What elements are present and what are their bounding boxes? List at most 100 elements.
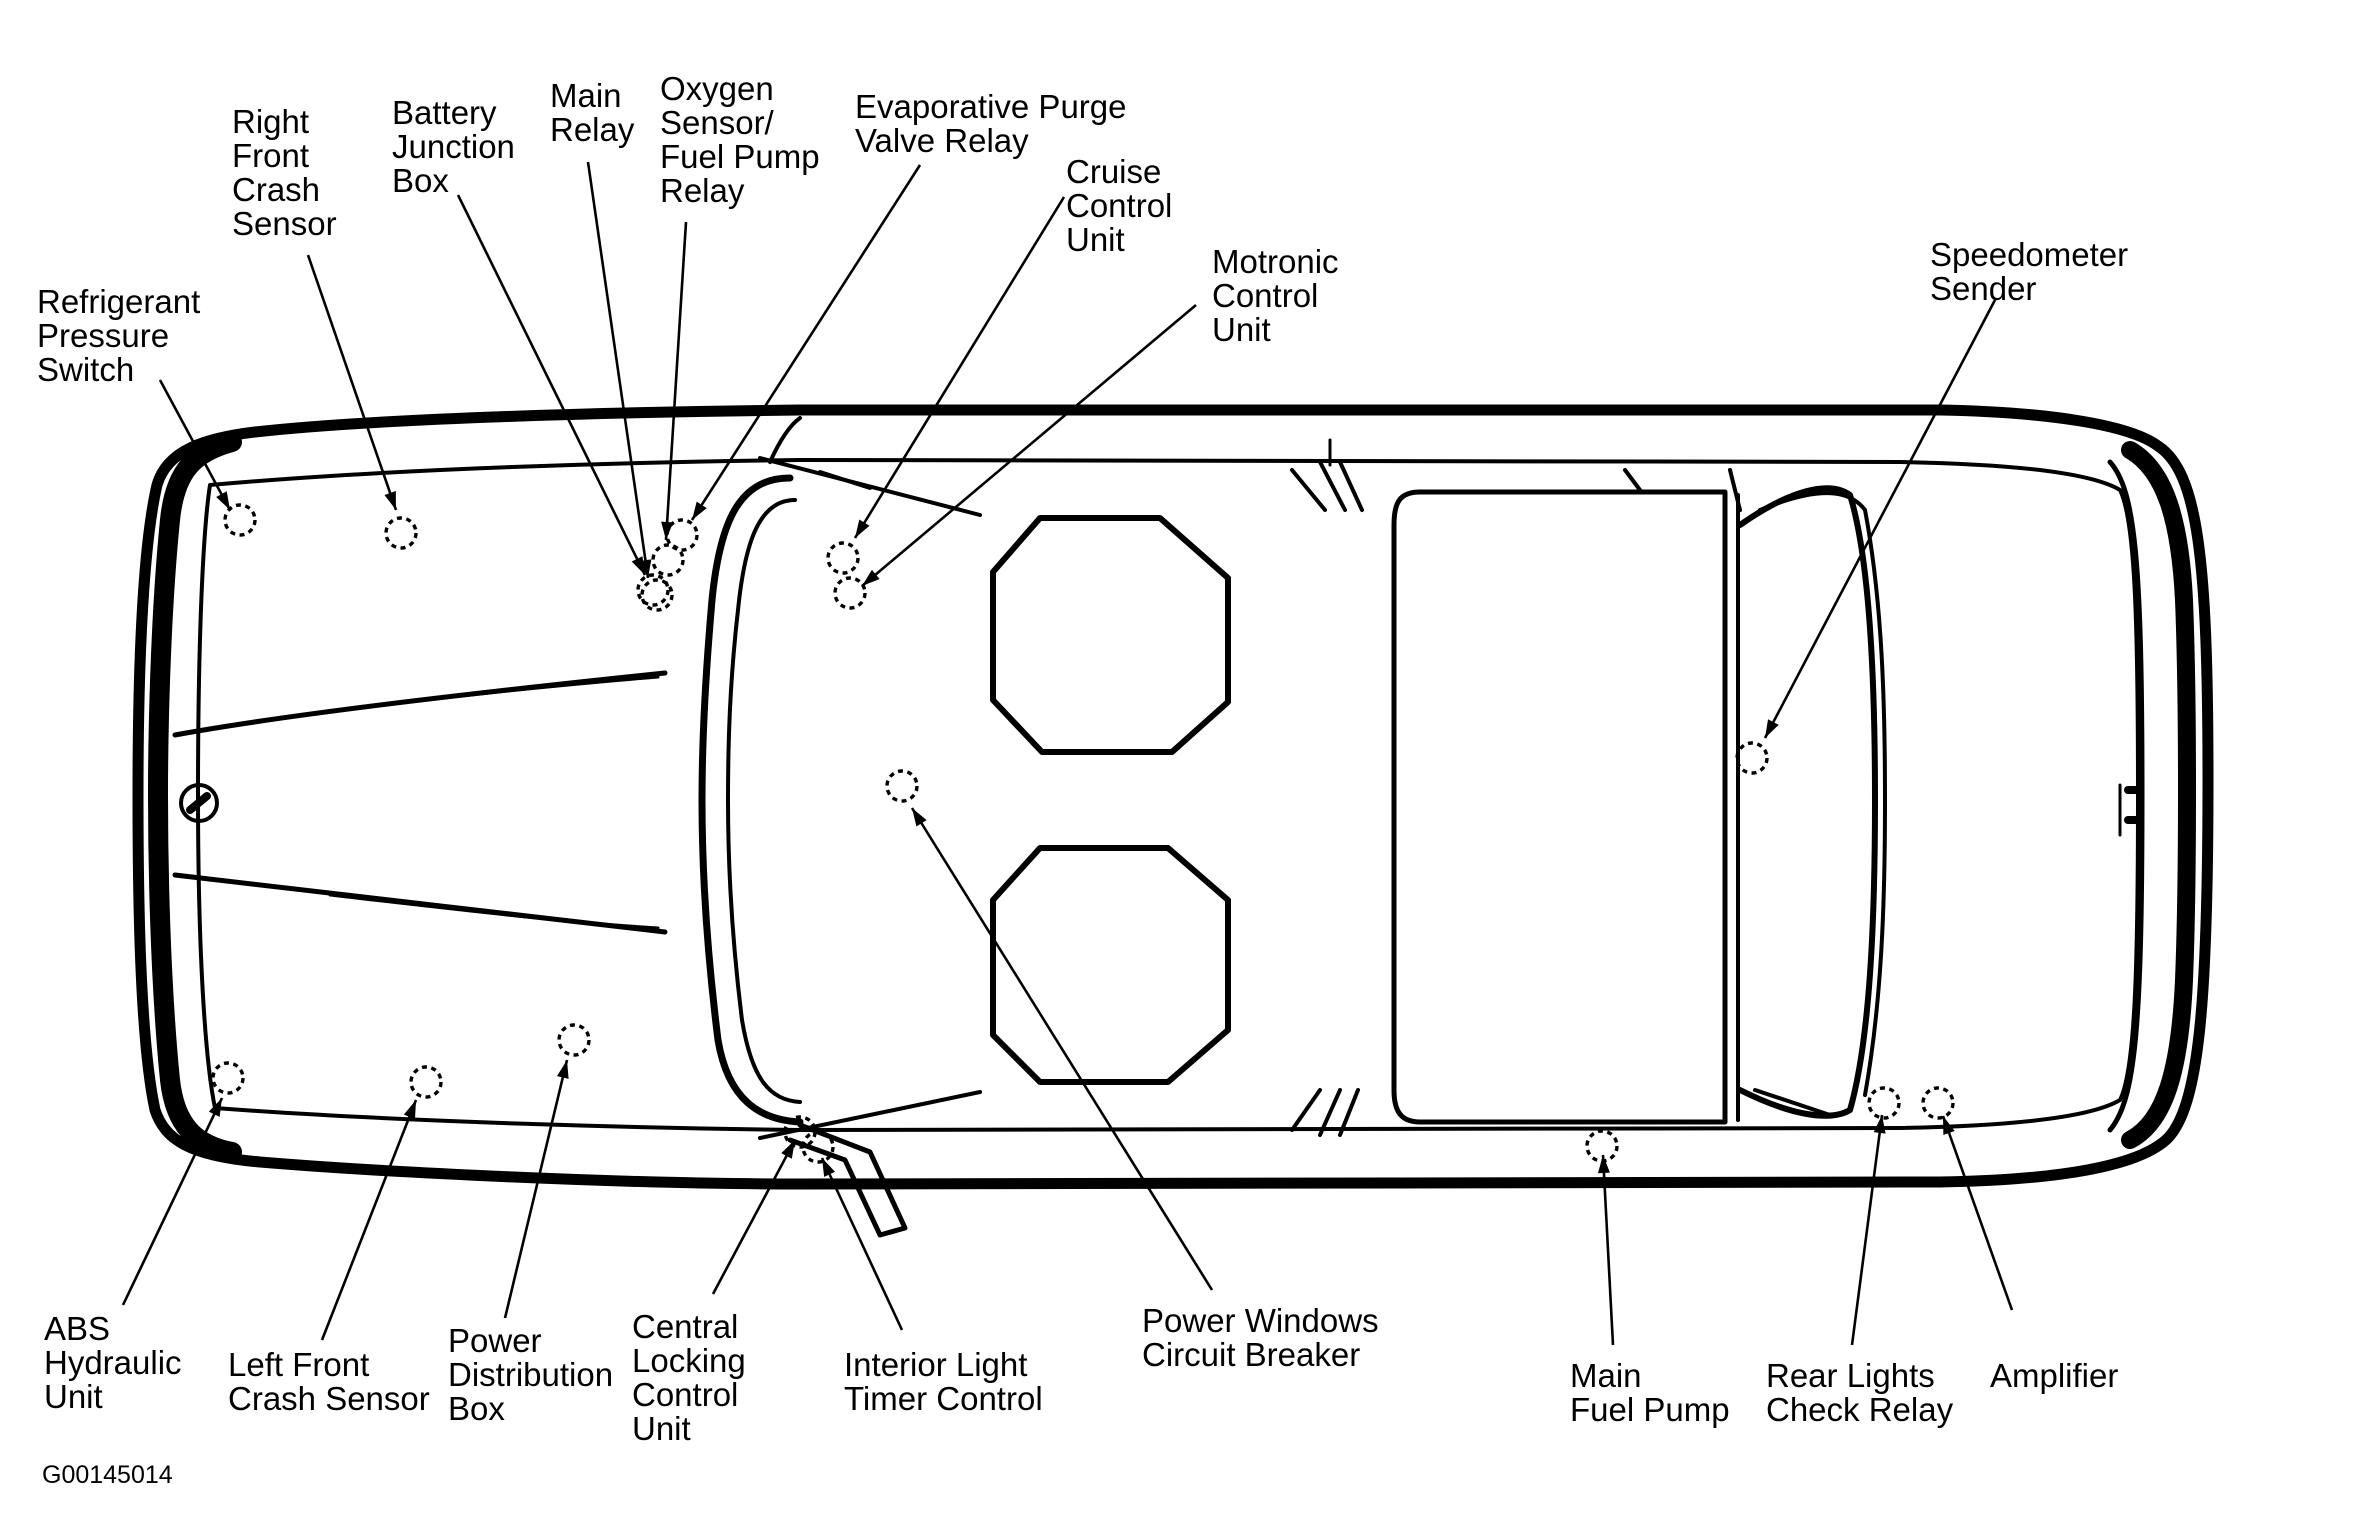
cruise-control-unit-label-line: Control	[1066, 187, 1172, 224]
hood-line-lower-2	[328, 893, 660, 930]
refrigerant-pressure-switch-label-line: Refrigerant	[37, 283, 200, 320]
oxygen-sensor-fuel-pump-relay-location-marker	[651, 543, 685, 577]
speedometer-sender-label-line: Sender	[1930, 270, 2036, 307]
right-front-crash-sensor-arrowhead	[384, 491, 396, 510]
interior-light-timer-control-label-line: Interior Light	[844, 1346, 1027, 1383]
power-windows-circuit-breaker-location-marker	[885, 769, 919, 803]
windshield-frame-inner	[726, 498, 802, 1104]
left-front-crash-sensor-leader-line	[320, 1099, 418, 1341]
rear-lights-check-relay-label-line: Check Relay	[1766, 1391, 1954, 1428]
trunk-latch	[2124, 786, 2144, 824]
motronic-control-unit-label-line: Motronic	[1212, 243, 1339, 280]
windshield-frame	[698, 474, 804, 1126]
rear-window-lower-edge	[1753, 1088, 1832, 1117]
hood-line-upper-2	[328, 675, 660, 714]
right-front-crash-sensor-location-marker	[384, 516, 418, 550]
main-relay-arrowhead	[639, 559, 652, 578]
battery-junction-box-leader-line	[456, 194, 647, 576]
speedometer-sender-label-line: Speedometer	[1930, 236, 2128, 273]
rear-window-frame-inner	[1758, 491, 1887, 1097]
rear-window-frame	[1737, 485, 1878, 1119]
motronic-control-unit-location-marker	[833, 576, 867, 610]
power-distribution-box-arrowhead	[556, 1060, 569, 1079]
location-markers	[211, 503, 1955, 1164]
front-bumper	[148, 432, 242, 1162]
interior-light-timer-control-arrowhead	[822, 1158, 836, 1177]
leader-lines	[121, 161, 2014, 1346]
b-pillar-top	[1290, 460, 1364, 512]
interior-light-timer-control-label-line: Timer Control	[844, 1380, 1043, 1417]
cruise-control-unit-location-marker	[826, 541, 860, 575]
main-relay-label-line: Relay	[550, 111, 635, 148]
motronic-control-unit-label-line: Unit	[1212, 311, 1271, 348]
oxygen-sensor-fuel-pump-relay-leader-line	[664, 221, 688, 541]
battery-junction-box-label-line: Battery	[392, 94, 497, 131]
abs-hydraulic-unit-label-line: Hydraulic	[44, 1344, 182, 1381]
power-windows-circuit-breaker-arrowhead	[912, 808, 927, 827]
left-front-crash-sensor-label-line: Crash Sensor	[228, 1380, 430, 1417]
abs-hydraulic-unit-label-line: ABS	[44, 1310, 110, 1347]
power-windows-circuit-breaker-leader-line	[910, 807, 1214, 1291]
central-locking-control-unit-label-line: Unit	[632, 1410, 691, 1447]
main-fuel-pump-label-line: Fuel Pump	[1570, 1391, 1730, 1428]
right-mirror-mark	[818, 470, 872, 490]
right-front-crash-sensor-label-line: Front	[232, 137, 309, 174]
abs-hydraulic-unit-leader-line	[121, 1097, 224, 1306]
right-front-crash-sensor-label-line: Right	[232, 103, 309, 140]
main-relay-location-marker	[640, 578, 674, 612]
abs-hydraulic-unit-arrowhead	[208, 1098, 222, 1117]
rear-lights-check-relay-label-line: Rear Lights	[1766, 1357, 1935, 1394]
left-front-crash-sensor-arrowhead	[403, 1100, 416, 1119]
central-locking-control-unit-label-line: Locking	[632, 1342, 746, 1379]
oxygen-sensor-fuel-pump-relay-label-line: Fuel Pump	[660, 138, 820, 175]
power-distribution-box-label-line: Distribution	[448, 1356, 613, 1393]
motronic-control-unit-label-line: Control	[1212, 277, 1318, 314]
amplifier-arrowhead	[1943, 1116, 1955, 1135]
hood-emblem	[179, 783, 219, 823]
right-front-crash-sensor-label-line: Sensor	[232, 205, 337, 242]
refrigerant-pressure-switch-label-line: Pressure	[37, 317, 169, 354]
refrigerant-pressure-switch-arrowhead	[216, 491, 230, 510]
evaporative-purge-valve-relay-leader-line	[690, 164, 922, 521]
power-windows-circuit-breaker-label-line: Power Windows	[1142, 1302, 1379, 1339]
vehicle-top-view	[132, 404, 2214, 1238]
oxygen-sensor-fuel-pump-relay-label-line: Sensor/	[660, 104, 775, 141]
interior-light-timer-control-location-marker	[801, 1130, 835, 1164]
oxygen-sensor-fuel-pump-relay-label-line: Oxygen	[660, 70, 774, 107]
abs-hydraulic-unit-label-line: Unit	[44, 1378, 103, 1415]
rear-seat	[1391, 489, 1728, 1125]
body-outline	[132, 404, 2214, 1190]
front-seat-left	[990, 845, 1231, 1085]
inner-trim	[196, 458, 2140, 1132]
main-relay-leader-line	[586, 161, 650, 579]
front-seat-right	[990, 515, 1231, 755]
hood-emblem-mark	[186, 792, 211, 814]
right-front-crash-sensor-leader-line	[306, 254, 398, 511]
rear-window-upper-edge	[1623, 468, 1742, 512]
figure-id: G00145014	[42, 1461, 173, 1489]
main-fuel-pump-label-line: Main	[1570, 1357, 1642, 1394]
central-locking-control-unit-leader-line	[711, 1139, 797, 1295]
b-pillar-bottom	[1290, 1088, 1360, 1137]
main-relay-label-line: Main	[550, 77, 622, 114]
left-front-crash-sensor-label-line: Left Front	[228, 1346, 369, 1383]
motronic-control-unit-leader-line	[861, 304, 1197, 587]
amplifier-location-marker	[1921, 1086, 1955, 1120]
battery-junction-box-label-line: Box	[392, 162, 449, 199]
cruise-control-unit-arrowhead	[855, 519, 870, 538]
refrigerant-pressure-switch-leader-line	[158, 379, 232, 511]
left-front-crash-sensor-location-marker	[409, 1065, 443, 1099]
cowl-bottom	[758, 1090, 982, 1140]
power-distribution-box-location-marker	[557, 1023, 591, 1057]
power-distribution-box-label-line: Power	[448, 1322, 542, 1359]
evaporative-purge-valve-relay-label-line: Evaporative Purge	[855, 88, 1127, 125]
